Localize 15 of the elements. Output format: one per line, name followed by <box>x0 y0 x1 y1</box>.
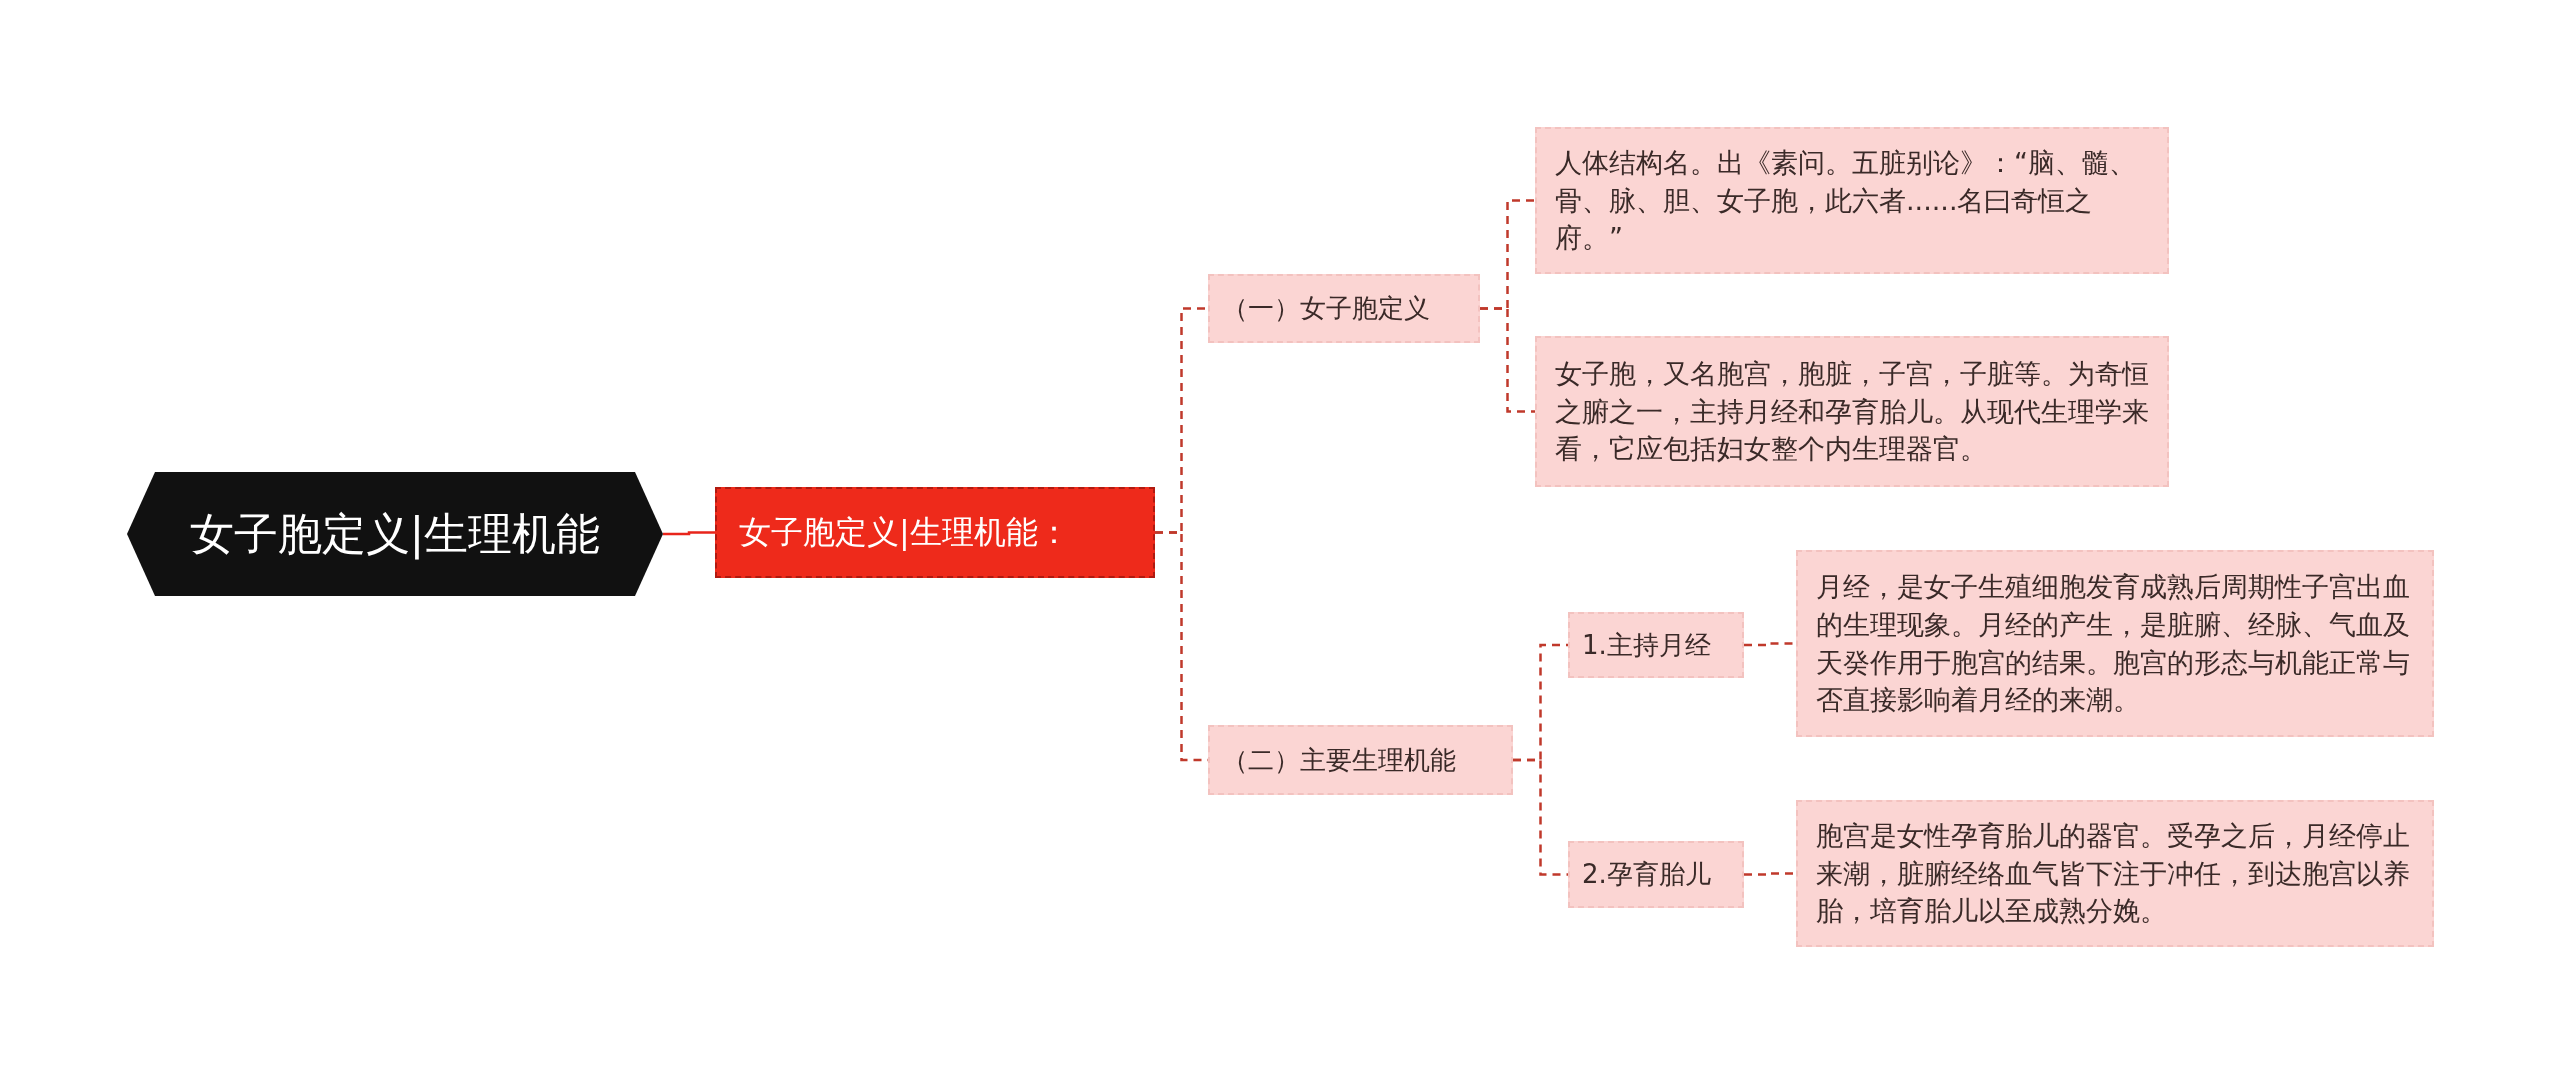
subtopic-box: （一）女子胞定义 <box>1208 274 1480 343</box>
subtopic-box: 2.孕育胎儿 <box>1568 841 1744 908</box>
main-topic: 女子胞定义|生理机能： <box>715 487 1155 578</box>
connector-line <box>1513 758 1568 876</box>
subtopic-box: （二）主要生理机能 <box>1208 725 1513 795</box>
detail-box: 胞宫是女性孕育胎儿的器官。受孕之后，月经停止来潮，脏腑经络血气皆下注于冲任，到达胞宫以养胎，培育胎儿以至成熟分娩。 <box>1796 800 2434 947</box>
connector-line <box>663 531 715 536</box>
connector-line <box>1480 307 1535 413</box>
detail-box: 人体结构名。出《素问。五脏别论》：“脑、髓、骨、脉、胆、女子胞，此六者......名曰奇恒之府。” <box>1535 127 2169 274</box>
connector-line <box>1744 872 1796 876</box>
subtopic-box: 1.主持月经 <box>1568 612 1744 678</box>
connector-line <box>1744 642 1796 647</box>
detail-box: 月经，是女子生殖细胞发育成熟后周期性子宫出血的生理现象。月经的产生，是脏腑、经脉、气血及天癸作用于胞宫的结果。胞宫的形态与机能正常与否直接影响着月经的来潮。 <box>1796 550 2434 737</box>
root-topic: 女子胞定义|生理机能 <box>127 472 663 596</box>
detail-box: 女子胞，又名胞宫，胞脏，子宫，子脏等。为奇恒之腑之一，主持月经和孕育胎儿。从现代生理学来看，它应包括妇女整个内生理器官。 <box>1535 336 2169 487</box>
